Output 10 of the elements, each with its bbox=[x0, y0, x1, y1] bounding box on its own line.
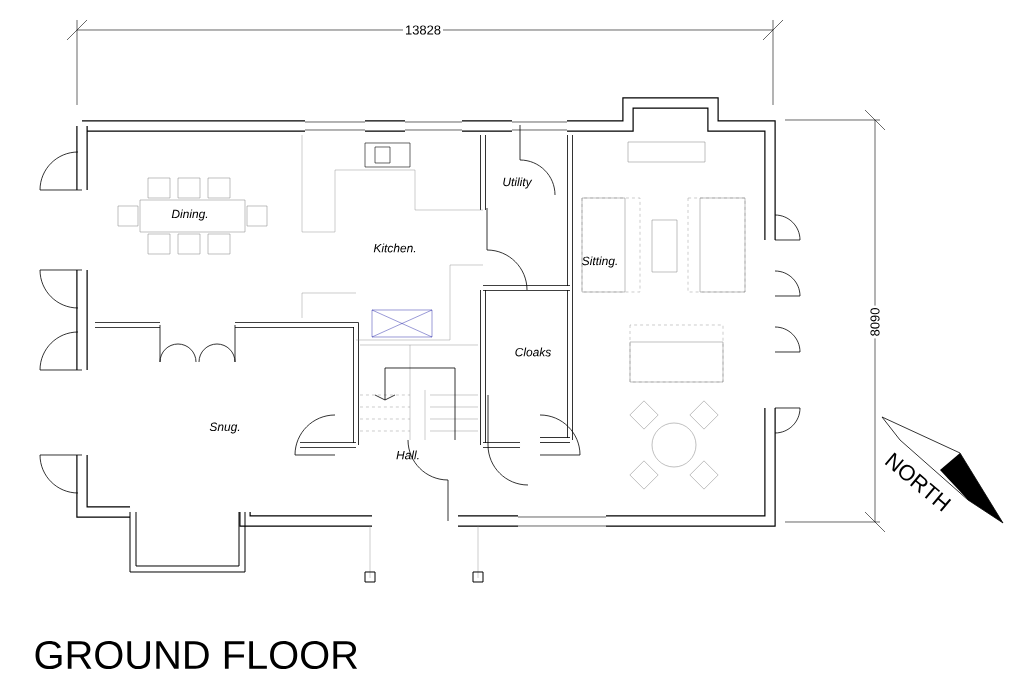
room-label: Utility bbox=[503, 177, 533, 189]
room-label: Snug. bbox=[209, 422, 240, 434]
room-label: Hall. bbox=[396, 450, 419, 460]
room-label: Dining. bbox=[171, 209, 208, 221]
room-label: Kitchen. bbox=[373, 243, 416, 253]
dimension-text: 13828 bbox=[403, 23, 443, 37]
room-label: Sitting. bbox=[582, 256, 617, 268]
title: GROUND FLOOR bbox=[35, 640, 358, 670]
room-label: Cloaks bbox=[515, 347, 552, 357]
dimension-text: 8090 bbox=[868, 305, 882, 339]
